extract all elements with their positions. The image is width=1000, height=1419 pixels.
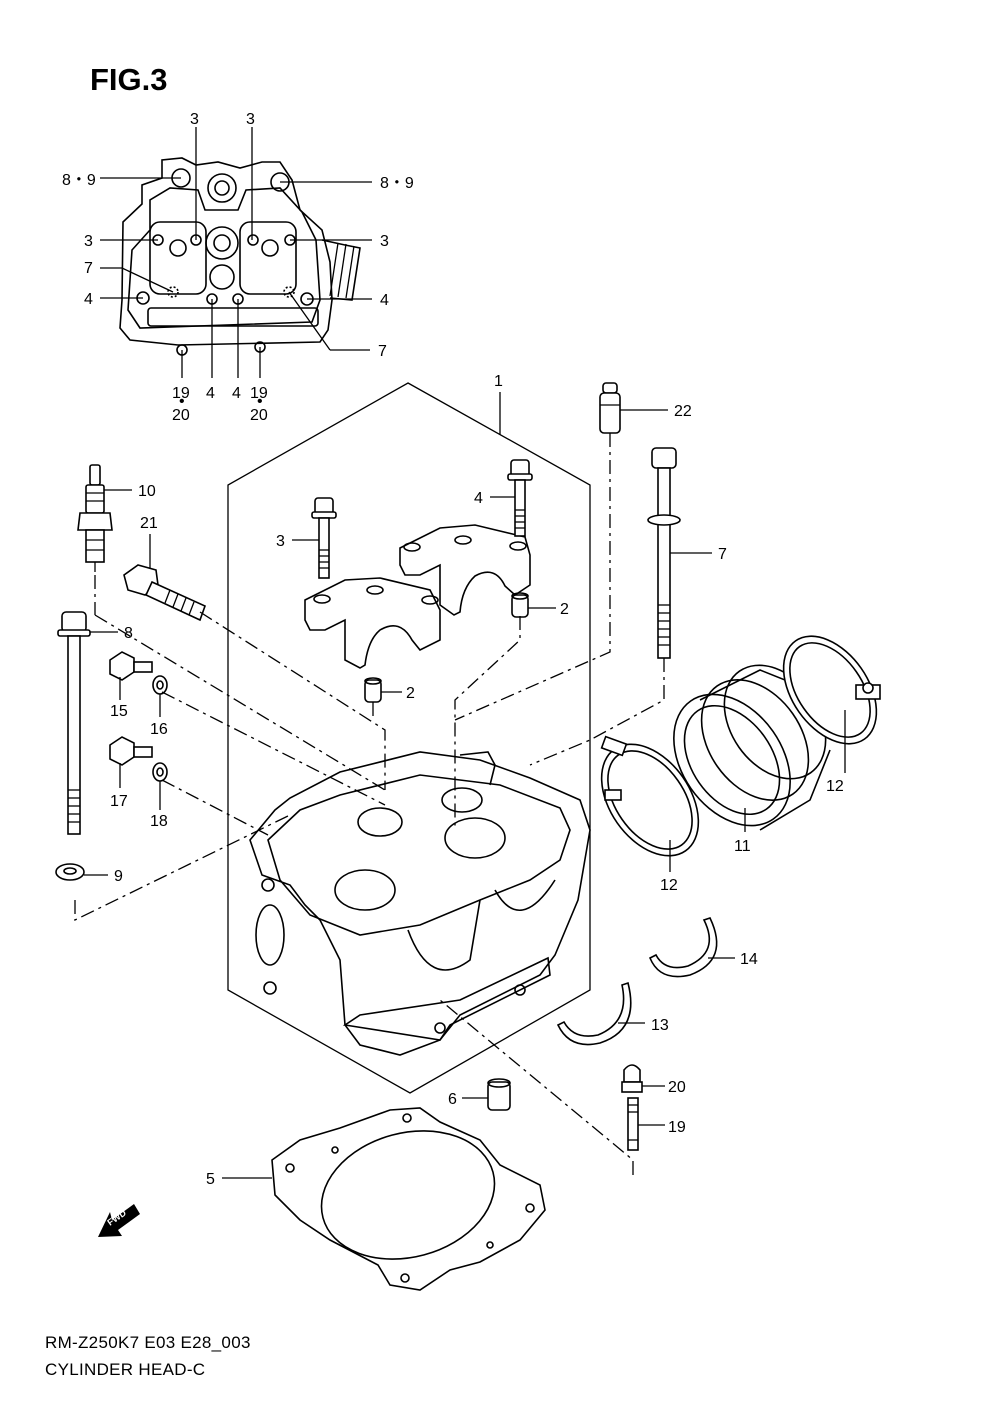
callout-21: 21 — [140, 515, 158, 532]
callout-19: 19 — [668, 1119, 686, 1136]
callout-7: 7 — [84, 260, 93, 277]
callout-19: 19 — [172, 385, 190, 402]
dowel — [487, 1078, 511, 1111]
assembly-outline — [227, 382, 591, 1094]
callout-7: 7 — [718, 546, 727, 563]
callout-15: 15 — [110, 703, 128, 720]
spark-plug — [77, 464, 113, 572]
callout-3: 3 — [246, 111, 255, 128]
retaining-clip — [648, 917, 718, 978]
alignment-lines — [74, 433, 665, 1175]
cylinder-head-top-view — [119, 157, 361, 356]
model-code: RM-Z250K7 E03 E28_003 — [45, 1333, 251, 1352]
callout-6: 6 — [448, 1091, 457, 1108]
callout-20: 20 — [172, 407, 190, 424]
washer — [55, 863, 85, 881]
callout-3: 3 — [190, 111, 199, 128]
callout-12: 12 — [826, 778, 844, 795]
callout-3: 3 — [276, 533, 285, 550]
callout-14: 14 — [740, 951, 758, 968]
callout-18: 18 — [150, 813, 168, 830]
bolt — [109, 736, 153, 766]
dowel-pin — [511, 592, 529, 618]
callout-4: 4 — [206, 385, 215, 402]
callout-1: 1 — [494, 373, 503, 390]
hose-clamp — [600, 735, 700, 857]
cap-nut — [621, 1064, 643, 1093]
callout-11: 11 — [734, 838, 751, 855]
callout-20: 20 — [668, 1079, 686, 1096]
part-group-name: CYLINDER HEAD-C — [45, 1360, 206, 1379]
callout-3: 3 — [380, 233, 389, 250]
camshaft-cap-left — [304, 577, 441, 669]
top-view-callouts: 3 3 8・9 8・9 3 3 7 4 4 7 19 • 20 4 4 19 •… — [62, 111, 414, 424]
callout-17: 17 — [110, 793, 128, 810]
callout-10: 10 — [138, 483, 156, 500]
exploded-callouts: 1 22 10 4 21 3 7 2 8 2 15 16 17 18 12 11… — [110, 373, 844, 1188]
callout-3: 3 — [84, 233, 93, 250]
callout-8-9: 8・9 — [62, 172, 96, 189]
camshaft-cap-right — [399, 524, 531, 616]
callout-2: 2 — [560, 601, 569, 618]
callout-12: 12 — [660, 877, 678, 894]
exploded-leaders — [84, 392, 846, 1179]
flange-bolt — [123, 564, 207, 622]
long-bolt — [57, 611, 91, 835]
callout-13: 13 — [651, 1017, 669, 1034]
callout-19: 19 — [250, 385, 268, 402]
callout-8-9: 8・9 — [380, 175, 414, 192]
top-view-leaders — [100, 127, 372, 378]
callout-2: 2 — [406, 685, 415, 702]
callout-9: 9 — [114, 868, 123, 885]
callout-dot: • — [257, 393, 263, 410]
callout-4: 4 — [232, 385, 241, 402]
retaining-clip — [556, 981, 632, 1046]
gasket-washer — [152, 675, 168, 695]
callout-4: 4 — [474, 490, 483, 507]
bolt — [109, 651, 153, 681]
cylinder-head-body — [249, 751, 591, 1056]
callout-7: 7 — [378, 343, 387, 360]
dowel-pin — [364, 677, 382, 703]
head-gasket — [271, 1107, 546, 1291]
gasket-washer — [152, 762, 168, 782]
callout-4: 4 — [380, 292, 389, 309]
figure-title: FIG.3 — [90, 62, 168, 97]
callout-dot: • — [179, 393, 185, 410]
stud-bolt — [647, 447, 681, 659]
callout-8: 8 — [124, 625, 133, 642]
hose-clamp — [782, 635, 881, 745]
cap-bolt-3 — [311, 497, 337, 579]
plug — [599, 382, 621, 434]
callout-5: 5 — [206, 1171, 215, 1188]
callout-20: 20 — [250, 407, 268, 424]
stud — [627, 1097, 639, 1151]
cap-bolt-4 — [507, 459, 533, 537]
callout-16: 16 — [150, 721, 168, 738]
forward-arrow-icon: FWD — [98, 1204, 140, 1237]
callout-4: 4 — [84, 291, 93, 308]
callout-22: 22 — [674, 403, 692, 420]
